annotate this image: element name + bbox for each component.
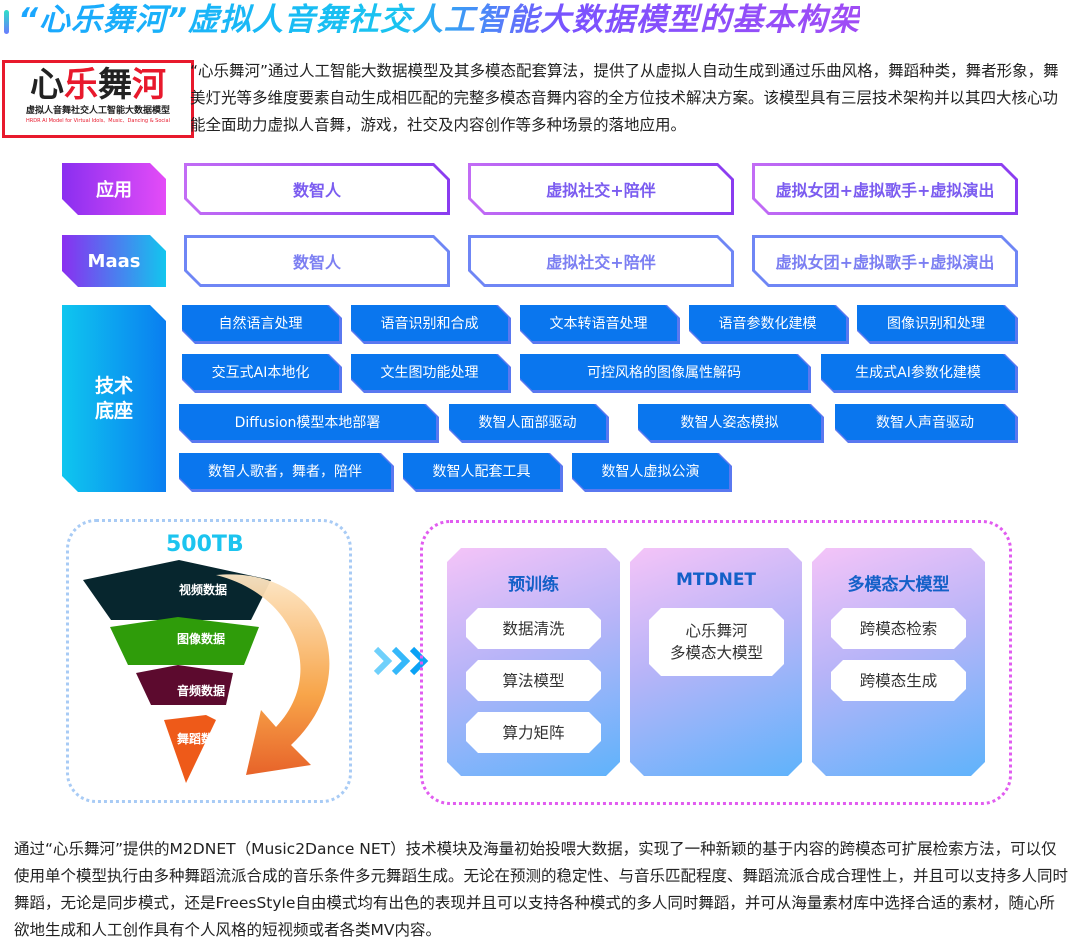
funnel-layer-video: [83, 560, 271, 620]
chevrons-right-icon: [374, 646, 429, 676]
tech-item: Diffusion模型本地部署: [179, 404, 439, 443]
arrow-icon: [216, 574, 330, 775]
layer-label-maas: Maas: [62, 235, 166, 287]
app-item: 虚拟女团+虚拟歌手+虚拟演出: [752, 163, 1018, 215]
tech-item: 语音识别和合成: [351, 305, 511, 344]
maas-item: 虚拟社交+陪伴: [468, 235, 734, 287]
model-box: [420, 520, 1012, 805]
logo-subtitle: 虚拟人音舞社交人工智能大数据模型: [25, 106, 170, 116]
tech-item: 文本转语音处理: [520, 305, 680, 344]
layer-label-tech: 技术底座: [62, 305, 166, 492]
funnel-layer-image: [110, 617, 259, 665]
app-item: 数智人: [184, 163, 450, 215]
tech-item: 可控风格的图像属性解码: [520, 354, 811, 393]
tech-item: 交互式AI本地化: [182, 354, 342, 393]
maas-item: 虚拟女团+虚拟歌手+虚拟演出: [752, 235, 1018, 287]
tech-item: 文生图功能处理: [351, 354, 511, 393]
data-total: 500TB: [166, 532, 244, 557]
tech-item: 数智人歌者，舞者，陪伴: [179, 453, 394, 492]
panel-item: 数据清洗: [466, 608, 601, 649]
funnel-layer-audio: [136, 665, 233, 705]
layer-label-app: 应用: [62, 163, 166, 215]
logo: 心乐舞河 虚拟人音舞社交人工智能大数据模型 HRDR AI Model for …: [2, 60, 194, 138]
panel-item: 算法模型: [466, 660, 601, 701]
tech-item: 数智人虚拟公演: [572, 453, 732, 492]
data-funnel-box: [66, 519, 352, 803]
tech-item: 数智人配套工具: [403, 453, 563, 492]
tech-item: 图像识别和处理: [857, 305, 1018, 344]
page-title: “心乐舞河”虚拟人音舞社交人工智能大数据模型的基本构架: [18, 2, 860, 38]
maas-item: 数智人: [184, 235, 450, 287]
panel-item: 算力矩阵: [466, 712, 601, 753]
funnel-label: 音频数据: [177, 683, 225, 698]
panel-item: 跨模态检索: [831, 608, 966, 649]
panel-item: 心乐舞河多模态大模型: [649, 608, 784, 676]
funnel-label: 视频数据: [179, 582, 227, 597]
logo-subtitle-en: HRDR AI Model for Virtual Idols、Music、Da…: [25, 118, 171, 124]
app-item: 虚拟社交+陪伴: [468, 163, 734, 215]
panel-mtdnet: MTDNET 心乐舞河多模态大模型: [630, 548, 802, 776]
funnel-label: 舞蹈数据: [176, 731, 225, 746]
panel-multimodal: 多模态大模型 跨模态检索 跨模态生成: [812, 548, 985, 776]
bottom-text: 通过“心乐舞河”提供的M2DNET（Music2Dance NET）技术模块及海…: [14, 840, 1069, 939]
tech-item: 生成式AI参数化建模: [821, 354, 1018, 393]
panel-pretrain: 预训练 数据清洗 算法模型 算力矩阵: [447, 548, 620, 776]
tech-item: 数智人声音驱动: [835, 404, 1018, 443]
tech-item: 自然语言处理: [182, 305, 342, 344]
intro-text: “心乐舞河”通过人工智能大数据模型及其多模态配套算法，提供了从虚拟人自动生成到通…: [190, 62, 1059, 134]
title-accent-bar: [4, 10, 9, 34]
tech-item: 数智人姿态模拟: [638, 404, 824, 443]
panel-item: 跨模态生成: [831, 660, 966, 701]
tech-item: 数智人面部驱动: [449, 404, 609, 443]
tech-item: 语音参数化建模: [689, 305, 849, 344]
data-funnel-graphic: 视频数据 图像数据 音频数据 舞蹈数据: [83, 560, 330, 783]
funnel-layer-dance: [164, 715, 216, 783]
funnel-label: 图像数据: [177, 631, 225, 646]
